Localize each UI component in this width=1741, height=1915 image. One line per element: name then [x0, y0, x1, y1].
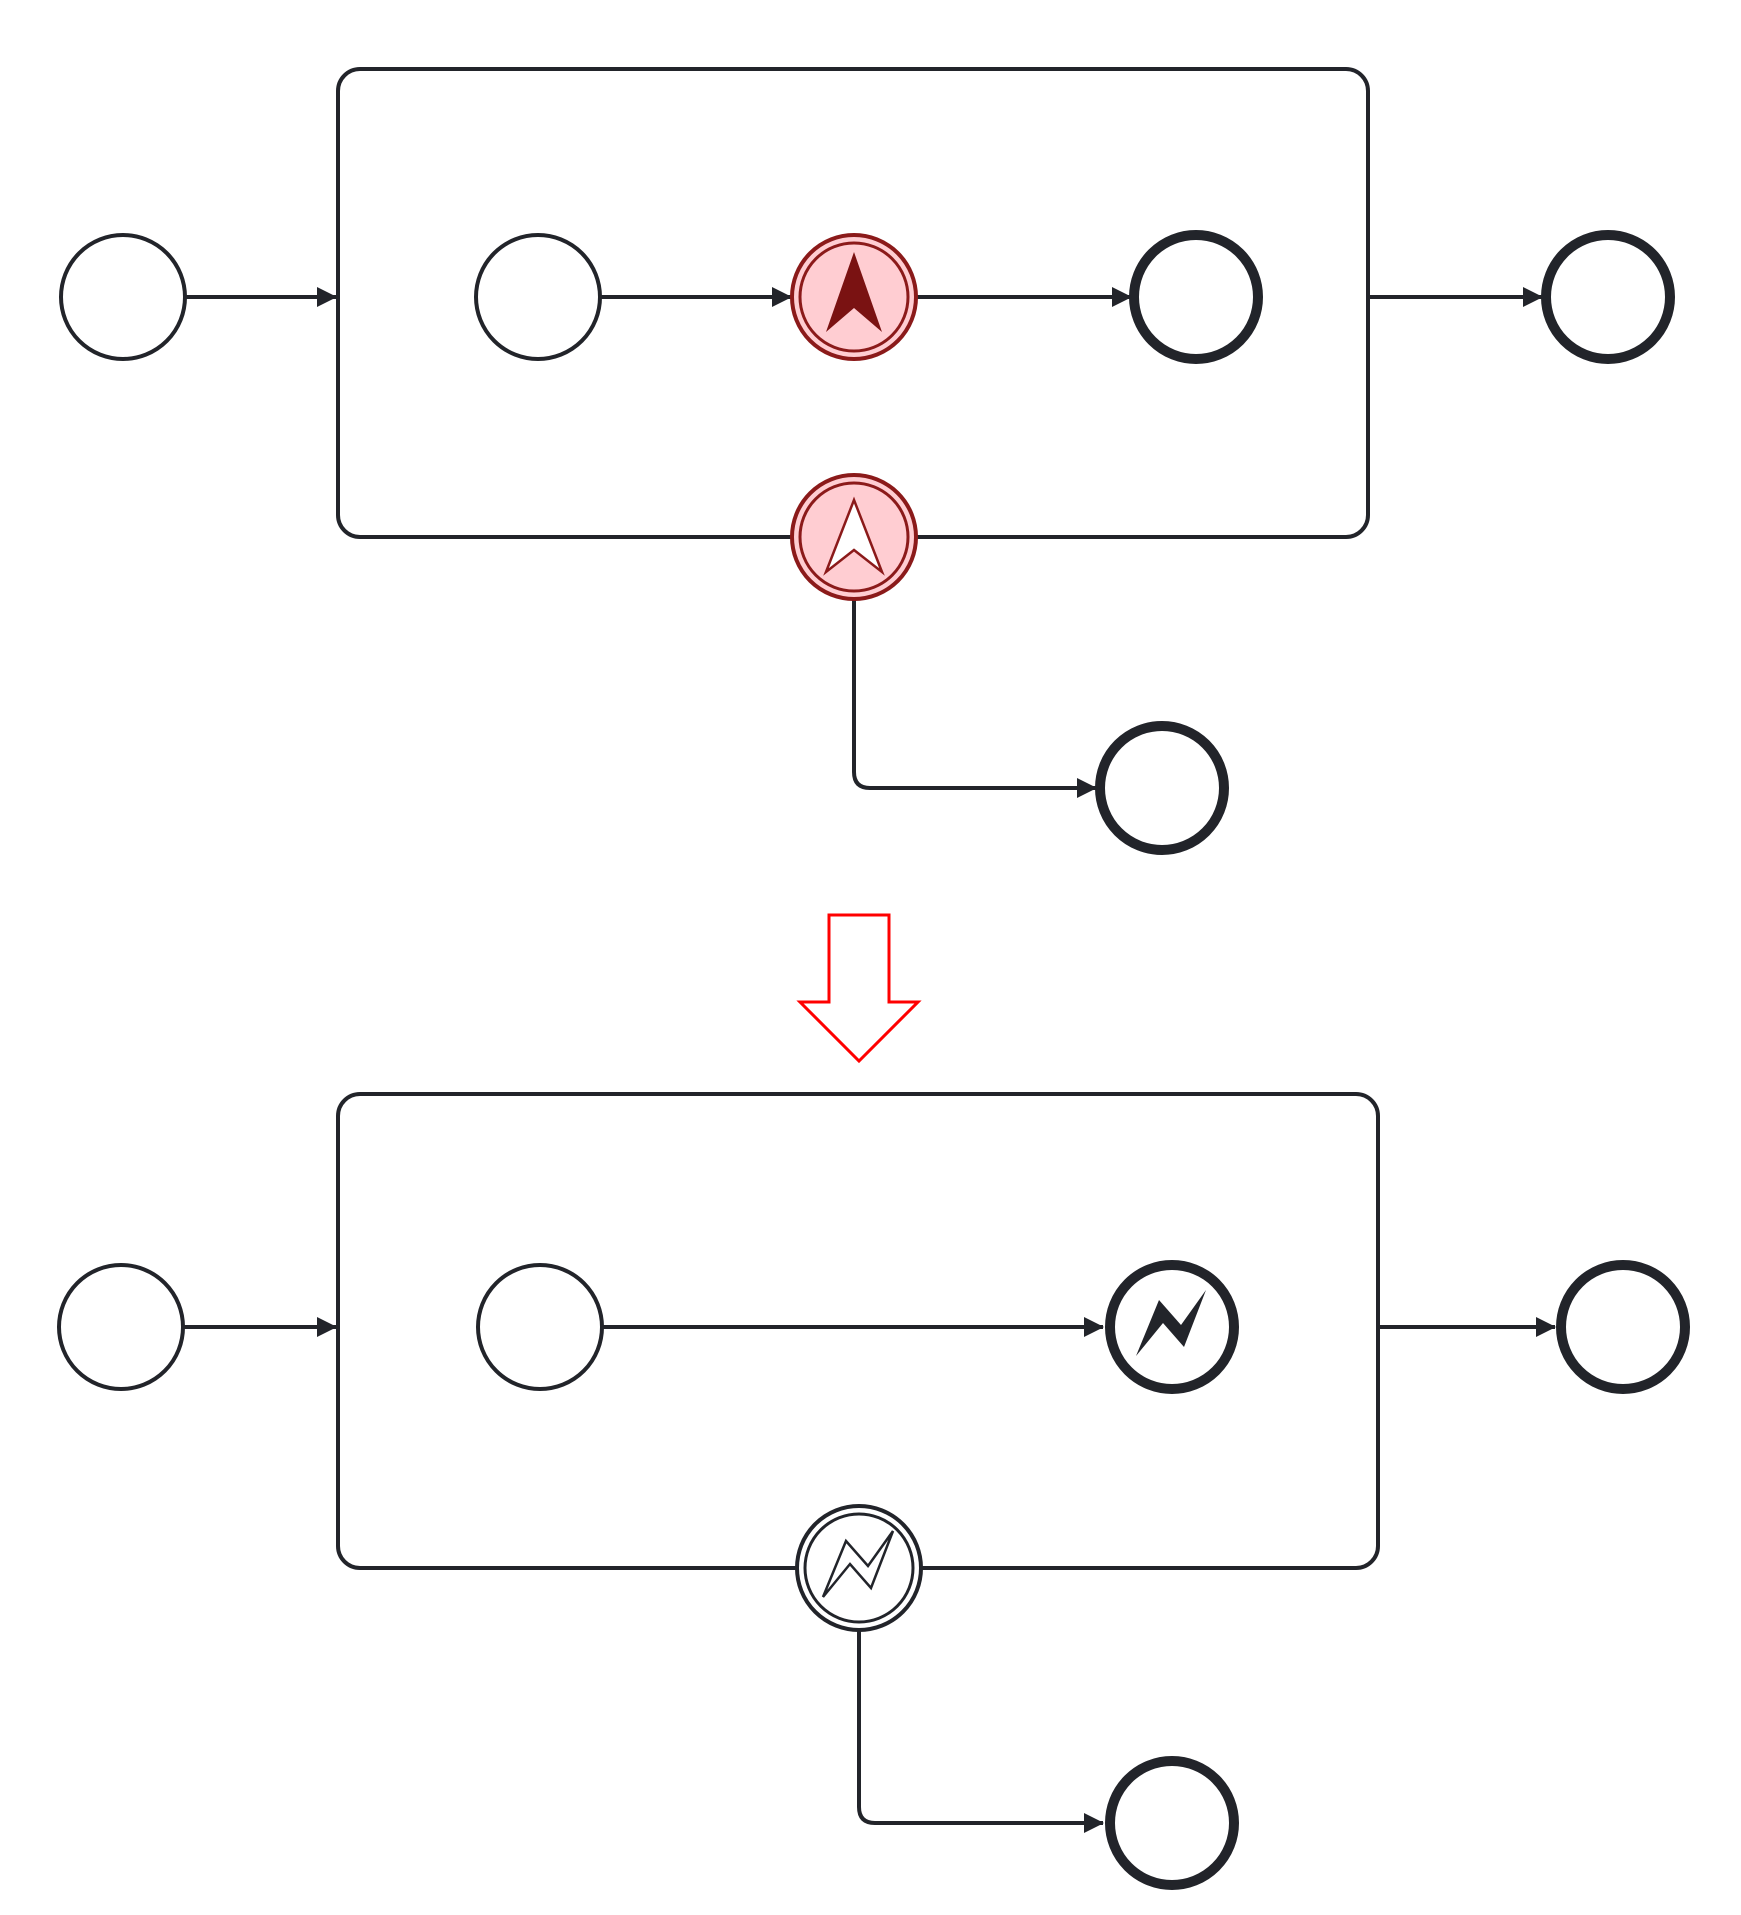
before-escalation-throw-event[interactable]	[790, 233, 918, 361]
after-end-event[interactable]	[1556, 1260, 1690, 1394]
before-boundary-end-event[interactable]	[1095, 721, 1229, 855]
after-diagram	[57, 1092, 1690, 1890]
before-start-event[interactable]	[59, 233, 187, 361]
before-diagram	[59, 67, 1675, 855]
after-error-end-event[interactable]	[1105, 1260, 1239, 1394]
before-flow-boundary-to-end[interactable]	[852, 598, 1097, 798]
down-arrow-icon	[796, 913, 922, 1064]
after-error-boundary-event[interactable]	[795, 1504, 923, 1632]
before-inner-end-event[interactable]	[1129, 230, 1263, 364]
after-inner-start-event[interactable]	[476, 1263, 604, 1391]
before-escalation-boundary-event[interactable]	[790, 473, 918, 601]
escalation-filled-icon	[826, 252, 882, 332]
after-boundary-end-event[interactable]	[1105, 1756, 1239, 1890]
before-inner-start-event[interactable]	[474, 233, 602, 361]
error-filled-icon	[1136, 1290, 1206, 1356]
after-flow-boundary-to-end[interactable]	[857, 1631, 1104, 1833]
error-outline-icon	[821, 1530, 895, 1598]
escalation-outline-icon	[823, 496, 885, 576]
before-end-event[interactable]	[1541, 230, 1675, 364]
after-start-event[interactable]	[57, 1263, 185, 1391]
